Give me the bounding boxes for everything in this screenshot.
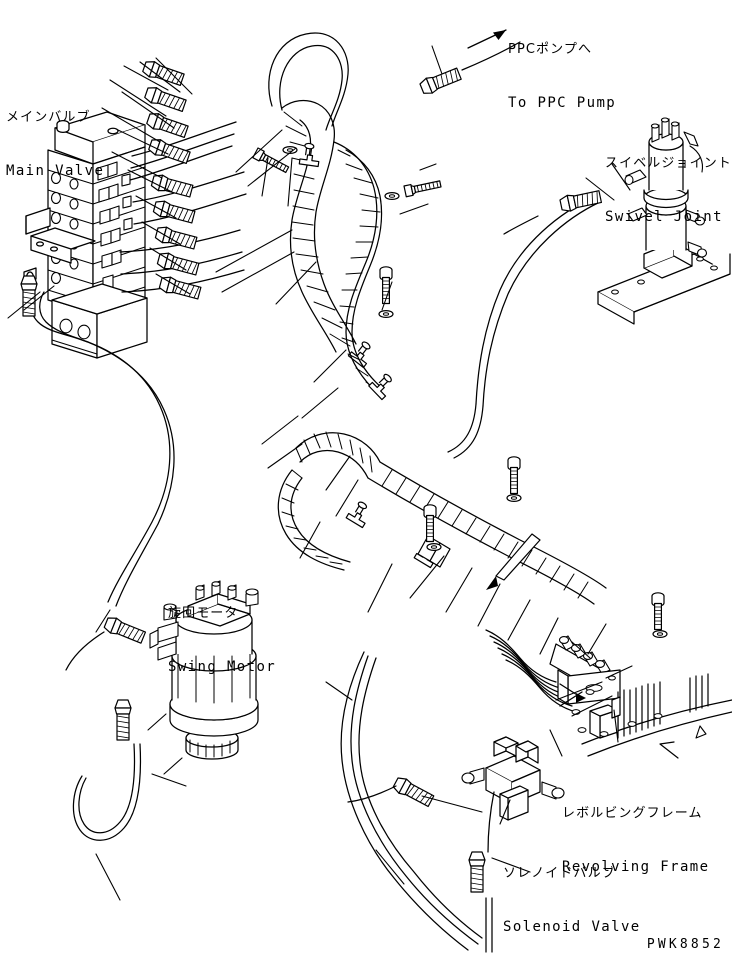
label-swing-motor: 旋回モータ Swing Motor <box>168 568 276 713</box>
label-ppc-pump-jp: PPCポンプへ <box>508 41 593 57</box>
swivel-joint-assembly <box>503 117 731 325</box>
drawing-number: PWK8852 <box>646 937 724 952</box>
hardware-upper <box>252 145 443 319</box>
label-revolving-frame-jp: レボルビングフレーム <box>562 805 703 821</box>
hose-bundle-middle-b <box>277 469 351 571</box>
label-swivel-joint-jp: スイベルジョイント <box>605 155 732 171</box>
label-swing-motor-en: Swing Motor <box>168 658 277 675</box>
swing-motor-hoses <box>65 614 147 841</box>
main-valve-hose-lines <box>119 121 247 293</box>
label-main-valve: メインバルブ Main Valve <box>6 72 104 217</box>
lower-hose-loop <box>340 651 483 951</box>
label-ppc-pump-en: To PPC Pump <box>508 94 617 111</box>
hose-bundle-upper-b <box>333 141 399 401</box>
label-revolving-frame: レボルビングフレーム Revolving Frame <box>562 768 709 913</box>
ppc-pump-hose <box>268 29 521 131</box>
frame-manifold <box>549 635 621 705</box>
swivel-tube <box>447 195 601 459</box>
solenoid-valve-assembly <box>461 736 565 953</box>
hose-fan-to-frame <box>485 629 577 713</box>
label-swivel-joint: スイベルジョイント Swivel Joint <box>605 118 732 263</box>
hose-bundle-middle <box>295 431 607 605</box>
label-main-valve-en: Main Valve <box>6 162 105 179</box>
hose-end-fittings-upper <box>141 58 203 302</box>
label-main-valve-jp: メインバルブ <box>6 109 91 125</box>
label-swing-motor-jp: 旋回モータ <box>168 605 239 621</box>
hardware-middle <box>423 456 668 639</box>
main-valve-to-swing-motor-hose <box>20 275 175 607</box>
label-solenoid-valve-en: Solenoid Valve <box>503 918 641 935</box>
swing-motor-assembly <box>149 580 259 760</box>
label-revolving-frame-en: Revolving Frame <box>562 858 710 875</box>
hose-bundle-upper <box>281 99 378 369</box>
leader-lines <box>7 45 633 901</box>
label-swivel-joint-en: Swivel Joint <box>605 208 723 225</box>
label-solenoid-valve-jp: ソレノイドバルブ <box>503 865 616 881</box>
label-solenoid-valve: ソレノイドバルブ Solenoid Valve <box>503 828 641 973</box>
label-ppc-pump: PPCポンプへ To PPC Pump <box>508 4 616 149</box>
